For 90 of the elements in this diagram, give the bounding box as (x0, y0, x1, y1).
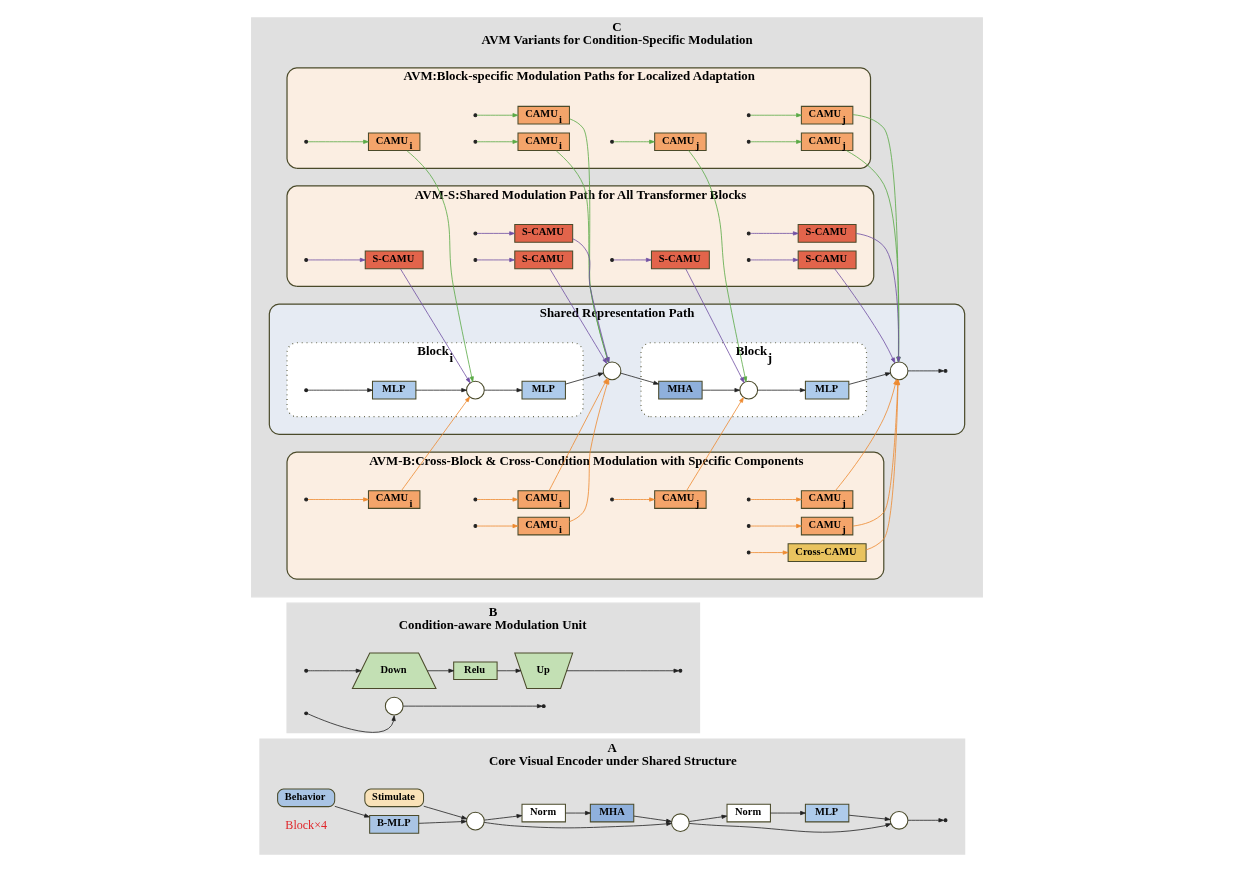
arrow (833, 268, 895, 364)
arrow (496, 668, 521, 673)
arrow (415, 388, 467, 393)
arrow (572, 238, 610, 363)
arrow (749, 497, 802, 502)
arrow (865, 379, 900, 551)
node-circle (384, 696, 404, 716)
arrow (476, 523, 518, 529)
node-box: Behavior (276, 788, 335, 808)
node-circle (889, 810, 908, 830)
arrow (426, 668, 454, 673)
node-box: Norm (726, 803, 771, 823)
arrow (834, 379, 897, 491)
node-box: S-CAMU (364, 250, 424, 270)
arrow (548, 378, 608, 491)
arrow (565, 668, 679, 673)
node-box: MLP (521, 380, 566, 400)
node-box: MLP (804, 803, 849, 823)
node-box: Relu (452, 661, 498, 681)
arrow (307, 497, 369, 502)
arrow (684, 268, 744, 383)
arrow (749, 523, 802, 529)
arrow (564, 810, 591, 816)
arrow (417, 819, 467, 824)
arrow (701, 388, 740, 393)
arrow (619, 372, 659, 385)
arrow (307, 139, 369, 144)
arrow (549, 268, 607, 364)
node-box: MHA (657, 380, 703, 400)
arrow (476, 497, 518, 502)
arrow (907, 818, 944, 823)
node-box: Norm (521, 803, 566, 823)
arrow (333, 805, 370, 818)
node-circle (465, 380, 485, 400)
arrow (307, 713, 396, 733)
node-box: Stimulate (363, 788, 424, 808)
arrow (852, 379, 900, 527)
arrow (483, 388, 522, 393)
node-circle (602, 361, 621, 381)
arrow (568, 118, 609, 363)
node-circle (670, 813, 690, 833)
arrow (568, 378, 609, 523)
arrow (476, 113, 518, 118)
arrow (476, 257, 515, 262)
arrow (612, 497, 655, 502)
node-box: B-MLP (368, 814, 419, 834)
node-box: S-CAMU (513, 250, 573, 270)
node-box: MHA (589, 803, 634, 823)
label: Block×4 (284, 817, 327, 832)
arrow (687, 150, 747, 383)
arrow (749, 231, 799, 236)
node-circle (738, 380, 758, 400)
arrow (402, 704, 543, 709)
arrow (749, 550, 788, 555)
arrow (848, 814, 890, 821)
arrow (307, 668, 361, 673)
arrow (749, 139, 802, 144)
arrow (907, 368, 944, 373)
arrow (400, 396, 470, 491)
arrow (406, 150, 474, 383)
arrow (307, 257, 365, 262)
arrow (483, 814, 522, 821)
arrow (555, 150, 609, 363)
node-box: MLP (371, 380, 416, 400)
node-circle (465, 811, 485, 831)
arrow (769, 810, 806, 816)
arrow (848, 372, 891, 385)
node-circle (889, 361, 908, 381)
arrow (476, 139, 518, 144)
arrow (688, 814, 727, 822)
arrow (688, 823, 891, 833)
arrow (483, 821, 672, 829)
node-box: S-CAMU (797, 224, 857, 243)
arrow (749, 257, 799, 262)
arrow (399, 268, 470, 384)
arrow (307, 388, 373, 393)
arrow (633, 815, 672, 823)
arrow (756, 388, 806, 393)
node-box: S-CAMU (650, 250, 710, 270)
arrow (476, 231, 515, 236)
arrow (564, 372, 604, 385)
node-box: MLP (804, 380, 849, 400)
node-box: Cross-CAMU (787, 543, 867, 562)
arrow (749, 113, 802, 118)
arrow (685, 397, 744, 491)
arrow (612, 139, 655, 144)
node-box: S-CAMU (513, 224, 573, 243)
arrow (422, 805, 467, 820)
node-box: S-CAMU (797, 250, 857, 270)
arrow (612, 257, 652, 262)
